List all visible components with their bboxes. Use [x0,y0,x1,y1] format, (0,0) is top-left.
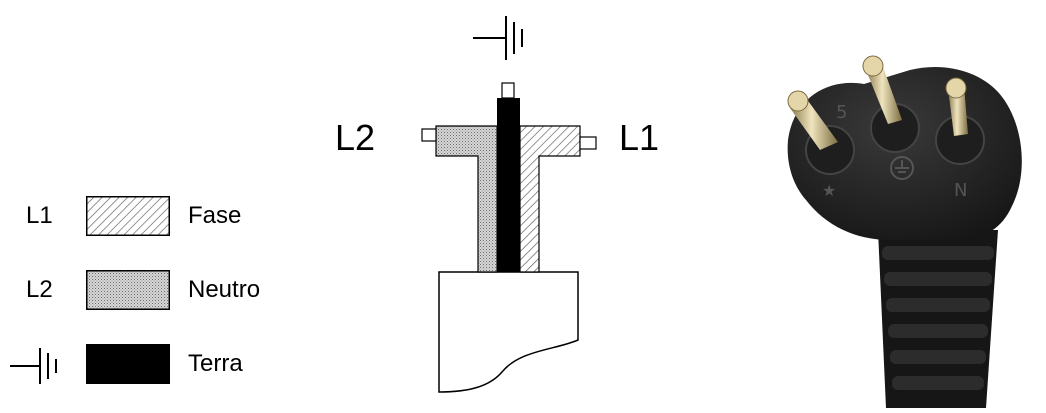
legend-label-fase: Fase [188,202,242,229]
pin-l1-tip [579,136,597,150]
legend-item-fase: L1 Fase [0,196,330,240]
legend-symbol-l1: L1 [26,202,53,229]
plug-ground-mark-icon [890,156,914,180]
pin-l2-tip [421,128,437,142]
plug-marking-5: 5 [836,102,847,123]
pin-terra [497,98,520,272]
plug-pin-center [862,55,902,124]
label-l2: L2 [335,117,376,158]
swatch-terra [86,344,170,384]
pin-terra-tip [501,82,515,99]
swatch-neutro [86,270,170,310]
ground-icon [10,348,57,384]
legend-item-terra: Terra [0,344,330,388]
legend-symbol-l2: L2 [26,276,53,303]
label-l1: L1 [619,117,660,158]
plug-cable [878,230,998,408]
plug-base [438,271,579,393]
ground-icon [473,16,523,60]
swatch-fase [86,196,170,236]
plug-cross-section: L2 L1 [330,0,750,408]
legend-item-neutro: L2 Neutro [0,270,330,314]
pin-l1-fase [519,125,581,273]
legend: L1 Fase L2 Neutro Terra [0,0,330,408]
plug-photo: 5 N ★ [760,0,1046,408]
plug-marking-n: N [954,180,967,201]
plug-pin-right [945,77,968,136]
plug-marking-symbol: ★ [822,181,836,200]
pin-l2-neutro [435,125,498,273]
plug-pin-left [787,90,838,150]
legend-label-terra: Terra [188,350,243,377]
legend-label-neutro: Neutro [188,276,261,303]
